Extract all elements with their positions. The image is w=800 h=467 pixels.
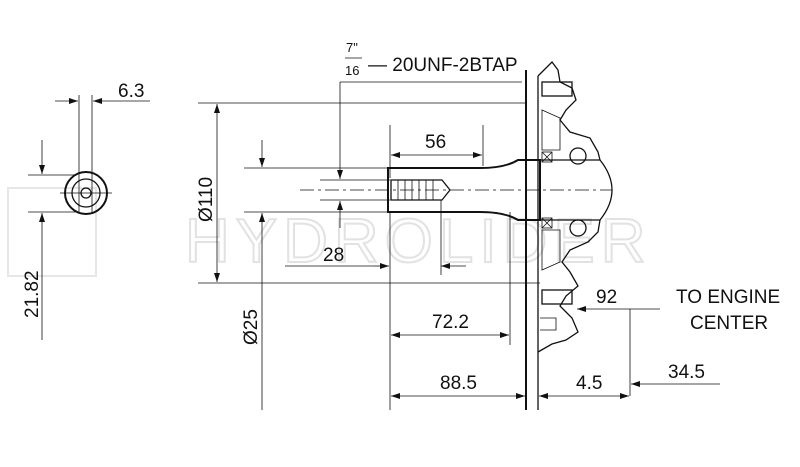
- dim-28: 28: [323, 245, 344, 266]
- dim-88-5: 88.5: [440, 373, 477, 394]
- note-line2: CENTER: [690, 313, 768, 334]
- shaft: [387, 159, 613, 221]
- end-view: 6.3 21.82: [22, 81, 150, 340]
- thread-callout: 7" 16 — 20UNF-2BTAP: [320, 40, 522, 228]
- dim-dia-25: Ø25: [241, 309, 262, 345]
- dim-92-group: 92 TO ENGINE CENTER: [577, 287, 780, 396]
- dim-21-82: 21.82: [22, 270, 43, 318]
- dim-dia-110: Ø110: [196, 177, 217, 222]
- dim-56: 56: [425, 132, 446, 153]
- note-line1: TO ENGINE: [676, 287, 780, 308]
- dim-6-3: 6.3: [118, 81, 144, 102]
- shaft-dia-dim: Ø25: [241, 140, 388, 410]
- dim-28-group: 28: [285, 200, 466, 275]
- thread-denominator: 16: [345, 63, 359, 78]
- dim-72-group: 72.2: [389, 212, 511, 410]
- threaded-bore: [390, 179, 451, 201]
- watermark-text: HYDROLIDER: [185, 207, 652, 276]
- dim-4-5: 4.5: [576, 373, 602, 394]
- thread-numerator: 7": [346, 40, 358, 55]
- dim-72-2: 72.2: [432, 312, 469, 333]
- thread-spec: — 20UNF-2BTAP: [368, 55, 518, 76]
- dim-56-group: 56: [389, 125, 484, 178]
- dim-34-5: 34.5: [668, 362, 705, 383]
- bottom-dims: 88.5 4.5 34.5: [391, 362, 720, 399]
- dim-92: 92: [596, 287, 617, 308]
- engine-housing: [525, 61, 601, 410]
- flange-dim: Ø110: [196, 102, 540, 284]
